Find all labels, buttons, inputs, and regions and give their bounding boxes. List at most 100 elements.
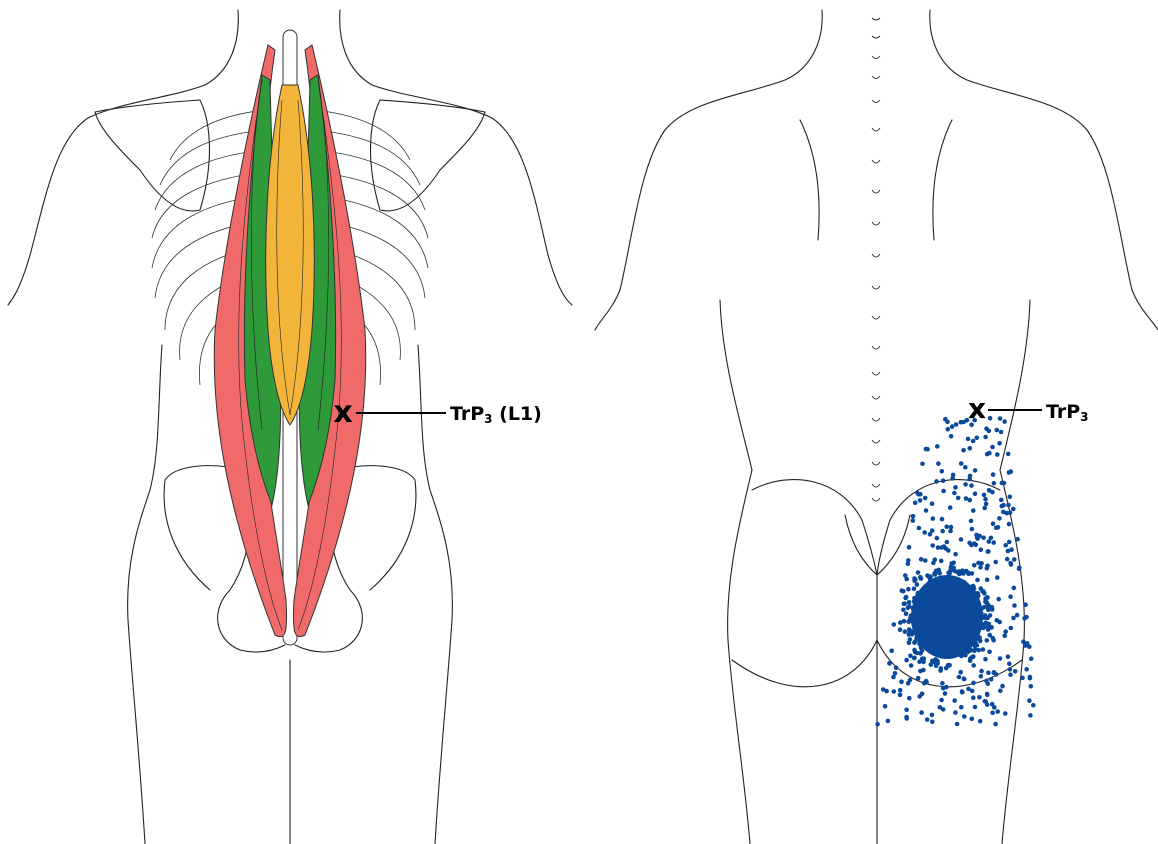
pain-dot [904,658,909,663]
pain-dot [936,568,941,573]
pain-dot [934,479,939,484]
pain-dot [1009,626,1014,631]
pain-dot [906,606,911,611]
pain-dot [912,656,917,661]
pain-dot [894,665,899,670]
pain-dot [968,656,973,661]
pain-dot [973,468,978,473]
pain-dot [958,670,963,675]
pain-dot [974,543,979,548]
pain-dot [1004,511,1009,516]
pain-dot [984,620,989,625]
pain-dot [916,676,921,681]
pain-dot [924,679,929,684]
pain-dot [988,416,993,421]
pain-dot [908,678,913,683]
pain-dot [983,497,988,502]
pain-dot [959,420,964,425]
pain-dot [939,698,944,703]
pain-dot [969,519,974,524]
pain-dot [995,575,1000,580]
pain-dot [925,447,930,452]
pain-dot [1023,602,1028,607]
spinous-processes [872,18,880,501]
pain-dot [915,491,920,496]
pain-dot [986,607,991,612]
pain-dot [986,627,991,632]
pain-dot [916,570,921,575]
pain-dot [984,679,989,684]
pain-dot [1009,469,1014,474]
pain-dot [969,543,974,548]
pain-dot [959,461,964,466]
pain-dot [1006,452,1011,457]
pain-dot [995,452,1000,457]
pain-dot [906,620,911,625]
pain-dot [929,662,934,667]
pain-dot [930,720,935,725]
pain-dot [932,571,937,576]
pain-dot [1002,481,1007,486]
pain-dot [936,461,941,466]
pain-dot [1017,566,1022,571]
right-scapula [371,100,485,211]
pain-dot [1006,654,1011,659]
pain-dot [979,586,984,591]
pain-dot [911,514,916,519]
pain-dot [984,699,989,704]
pain-dot [948,505,953,510]
pain-dot [1024,667,1029,672]
pain-dot [978,565,983,570]
pain-dot [979,547,984,552]
right-body-outline [595,10,1158,844]
left-anatomy-panel: x TrP3 (L1) [8,10,572,844]
pain-dot [919,576,924,581]
pain-dot [930,501,935,506]
pain-dot [956,496,961,501]
pain-dot [923,558,928,563]
pain-dot [986,671,991,676]
pain-dot [892,689,897,694]
pain-dot [919,557,924,562]
pain-dot [957,675,962,680]
pain-dot [973,705,978,710]
pain-dot [917,526,922,531]
pain-dot [920,692,925,697]
pain-dot [901,608,906,613]
pain-dot [1008,495,1013,500]
pain-dot [936,545,941,550]
pain-dot [928,532,933,537]
pain-dot [994,672,999,677]
pain-dot [993,560,998,565]
pain-dot [949,525,954,530]
pain-dot [930,713,935,718]
pain-dot [898,627,903,632]
pain-dot [944,524,949,529]
pain-dot [1003,711,1008,716]
pain-dot [923,496,928,501]
pain-dot [968,446,973,451]
pain-dot [1006,549,1011,554]
pain-dot [951,473,956,478]
pain-dot [970,689,975,694]
pain-dot [892,622,897,627]
trigger-point-marker-left: x [333,395,352,430]
pain-dot [943,691,948,696]
pain-dot [1028,713,1033,718]
pain-dot [998,656,1003,661]
pain-dot [912,578,917,583]
pain-dot [907,641,912,646]
pain-dot [985,578,990,583]
pain-dot [898,688,903,693]
pain-dot [911,518,916,523]
pain-dot [950,424,955,429]
pain-dot [988,613,993,618]
pain-dot [942,544,947,549]
pain-dot [973,491,978,496]
pain-dot [987,633,992,638]
pain-dot [985,693,990,698]
pain-dot [991,521,996,526]
pain-dot [1012,586,1017,591]
spinalis-muscle [266,85,315,425]
pain-dot [1008,667,1013,672]
